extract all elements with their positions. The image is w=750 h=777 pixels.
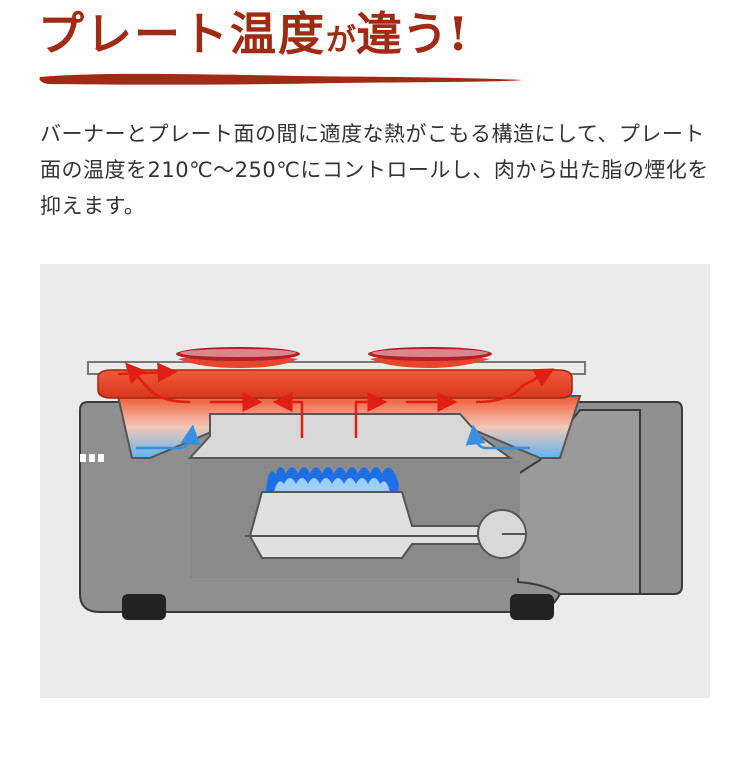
rubber-foot-icon: [122, 594, 554, 620]
gas-flame-icon: [266, 467, 399, 492]
description-text: バーナーとプレート面の間に適度な熱がこもる構造にして、プレート面の温度を210℃…: [40, 122, 709, 218]
grill-diagram: [40, 264, 710, 698]
control-knob-icon[interactable]: [477, 509, 527, 559]
title-main: プレート温度: [38, 7, 326, 61]
title-emphasis: 違う!: [356, 7, 469, 61]
grill-plate-icon: [87, 354, 586, 399]
indicator-dots: [80, 454, 104, 462]
meat-slice-icon: [176, 347, 492, 361]
title-particle: が: [326, 23, 356, 58]
inner-tray: [187, 413, 514, 459]
brush-underline: [39, 73, 523, 85]
page-title: プレート温度が違う!: [38, 0, 469, 61]
cool-air-arrow-icon: [136, 424, 530, 450]
heat-flow-arrow-icon: [117, 362, 555, 438]
burner-icon: [245, 491, 511, 559]
